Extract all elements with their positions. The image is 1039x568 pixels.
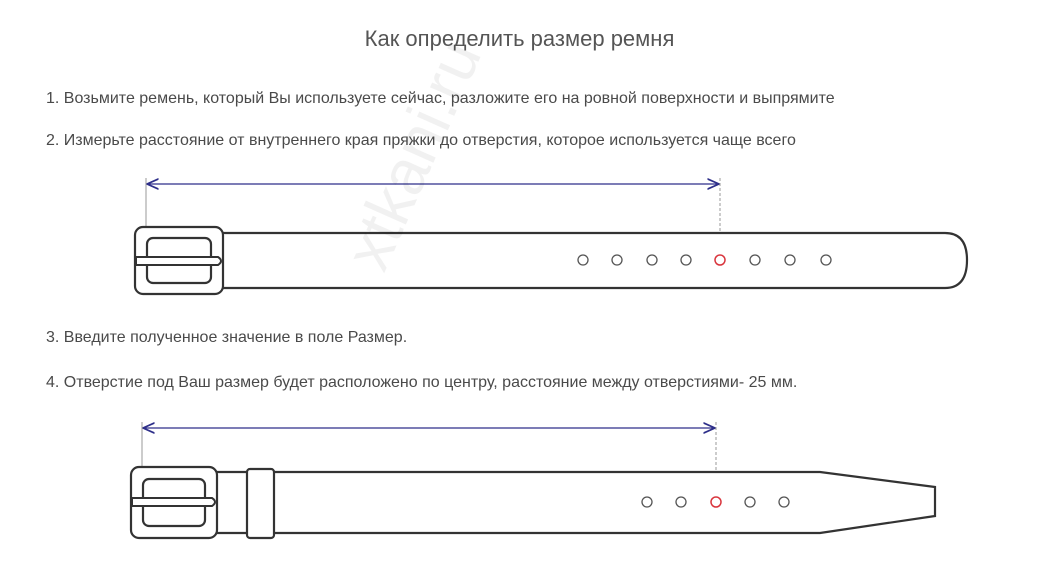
page-title: Как определить размер ремня [364, 26, 675, 51]
belt-hole [675, 496, 687, 508]
step-2-text: 2. Измерьте расстояние от внутреннего кр… [46, 132, 796, 149]
belt-hole-highlighted [710, 496, 722, 508]
buckle-prong-2 [131, 497, 216, 507]
belt-strap-2 [200, 470, 937, 535]
belt-hole [744, 496, 756, 508]
belt-hole [778, 496, 790, 508]
buckle-prong-1 [135, 256, 222, 266]
belt-hole [820, 254, 832, 266]
belt-loop-2 [245, 467, 276, 540]
belt-hole [646, 254, 658, 266]
belt-hole [749, 254, 761, 266]
belt-hole-highlighted [714, 254, 726, 266]
step-4-text: 4. Отверстие под Ваш размер будет распол… [46, 374, 798, 391]
step-3-text: 3. Введите полученное значение в поле Ра… [46, 329, 408, 346]
belt-hole [784, 254, 796, 266]
belt-hole [641, 496, 653, 508]
belt-diagram-1 [133, 178, 969, 296]
belt-hole [680, 254, 692, 266]
step-1-text: 1. Возьмите ремень, который Вы используе… [46, 90, 835, 107]
belt-hole [611, 254, 623, 266]
belt-diagram-2 [129, 422, 937, 540]
belt-hole [577, 254, 589, 266]
